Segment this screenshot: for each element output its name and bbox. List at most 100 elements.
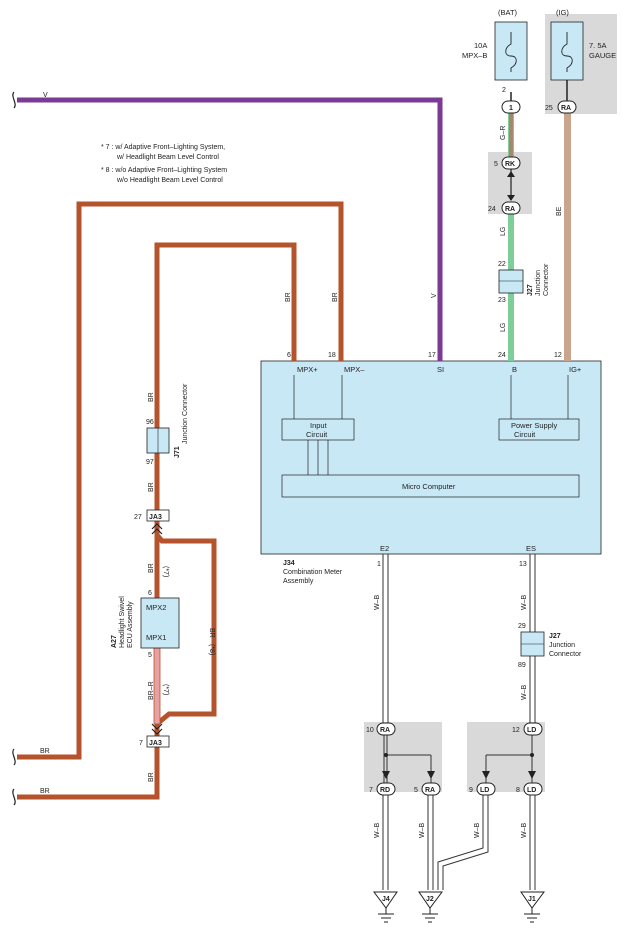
splice-rd: RD (380, 787, 390, 794)
micro-computer-box (281, 474, 580, 498)
splice-ld-br: LD (527, 727, 536, 734)
pin-10: 10 (366, 727, 374, 734)
j27-bottom-desc1: Junction (549, 642, 575, 649)
pin-25: 25 (545, 105, 553, 112)
cond-8: (*8) (208, 644, 215, 655)
wire-beige (564, 113, 571, 361)
meter-e2: E2 (380, 544, 389, 553)
fuse-mpx-b-symbol (505, 32, 517, 72)
note-7: * 7 : w/ Adaptive Front–Lighting System, (101, 144, 225, 151)
swivel-mpx1: MPX1 (146, 633, 166, 642)
wc-br-h1: BR (40, 748, 50, 755)
pin-7-ja3: 7 (139, 740, 143, 747)
fuse-gauge-symbol (561, 32, 573, 72)
j27-bottom-id: J27 (549, 633, 561, 640)
pin-12: 12 (554, 352, 562, 359)
note-7b: w/ Headlight Beam Level Control (116, 154, 219, 161)
pin-24-meter: 24 (498, 352, 506, 359)
swivel-mpx2: MPX2 (146, 603, 166, 612)
wc-br-6: BR (148, 772, 155, 782)
pin-6-swivel: 6 (148, 590, 152, 597)
wc-wb-4: W–B (374, 823, 381, 839)
wc-br-4: BR (148, 482, 155, 492)
wc-v-vert: V (431, 293, 438, 298)
splice-ld-b2: LD (527, 787, 536, 794)
meter-internal-wiring (293, 375, 569, 475)
wc-br-3: BR (148, 392, 155, 402)
splice-1-label: 1 (509, 105, 513, 112)
cond-7-bottom: (*7) (162, 684, 169, 695)
pin-96: 96 (146, 419, 154, 426)
j34-id: J34 (283, 560, 295, 567)
fuse-ig-rating: 7. 5A (589, 41, 607, 50)
j27-bottom-desc2: Connector (549, 651, 582, 658)
pin-9: 9 (469, 787, 473, 794)
splice-capsules (376, 100, 577, 796)
meter-ps-2: Circuit (514, 430, 536, 439)
cond-7-top: (*7) (162, 566, 169, 577)
pin-7b: 7 (369, 787, 373, 794)
meter-input-2: Circuit (306, 430, 328, 439)
wc-wb-5: W–B (419, 823, 426, 839)
ja3-top (146, 509, 170, 522)
combination-meter-box (260, 360, 602, 555)
meter-es: ES (526, 544, 536, 553)
j34-desc1: Combination Meter (283, 569, 343, 576)
a27-desc1: Headlight Swivel (119, 596, 126, 648)
splice-ld-b1: LD (480, 787, 489, 794)
note-8b: w/o Headlight Beam Level Control (116, 177, 223, 184)
ground-symbols (373, 891, 545, 909)
pin-1: 1 (377, 561, 381, 568)
a27-desc2: ECU Assembly (127, 601, 134, 648)
fuse-ig-label: (IG) (556, 8, 569, 17)
meter-b: B (512, 365, 517, 374)
wc-wb-2: W–B (521, 595, 528, 611)
splice-ra-bl: RA (380, 727, 390, 734)
wc-v-horiz: V (43, 92, 48, 99)
pin-23: 23 (498, 297, 506, 304)
wc-gr: G–R (500, 126, 507, 140)
fuse-bat-name: MPX–B (462, 51, 487, 60)
headlight-swivel-ecu (140, 597, 180, 649)
wc-br-2: BR (332, 292, 339, 302)
j27-top-desc2: Connector (543, 263, 550, 296)
ground-earth-lines (378, 908, 540, 923)
pin-17: 17 (428, 352, 436, 359)
wc-wb-1: W–B (374, 595, 381, 611)
wire-green (508, 92, 514, 361)
wc-wb-3: W–B (521, 685, 528, 701)
wc-wb-7: W–B (521, 823, 528, 839)
meter-mpx-minus: MPX– (344, 365, 365, 374)
meter-micro: Micro Computer (402, 482, 456, 491)
j34-desc2: Assembly (283, 578, 314, 585)
wc-br-h2: BR (40, 788, 50, 795)
pin-89: 89 (518, 662, 526, 669)
pin-97: 97 (146, 459, 154, 466)
wc-lg-1: LG (500, 227, 507, 236)
power-supply-circuit-box (498, 418, 580, 441)
fuse-bat-rating: 10A (474, 41, 487, 50)
pin-12b: 12 (512, 727, 520, 734)
ja3-bottom (146, 735, 170, 748)
wc-br-7: BR (208, 628, 215, 638)
pin-22: 22 (498, 261, 506, 268)
splice-dots (384, 753, 534, 757)
j27-top-connector (498, 269, 524, 294)
a27-id: A27 (111, 635, 118, 648)
ja3-top-label: JA3 (149, 514, 162, 521)
note-8: * 8 : w/o Adaptive Front–Lighting System (101, 167, 227, 174)
splice-ra-b2: RA (425, 787, 435, 794)
splice-ra-mid: RA (505, 206, 515, 213)
pin-8: 8 (516, 787, 520, 794)
meter-mpx-plus: MPX+ (297, 365, 318, 374)
splice-ra-top: RA (561, 105, 571, 112)
pin-5: 5 (494, 161, 498, 168)
splice-rk: RK (505, 161, 515, 168)
splice-arrows (382, 171, 536, 779)
wc-be: BE (556, 206, 563, 216)
meter-input-1: Input (310, 421, 328, 430)
j71-desc: Junction Connector (182, 383, 189, 444)
pin-18: 18 (328, 352, 336, 359)
fuse-bat-label: (BAT) (498, 8, 518, 17)
